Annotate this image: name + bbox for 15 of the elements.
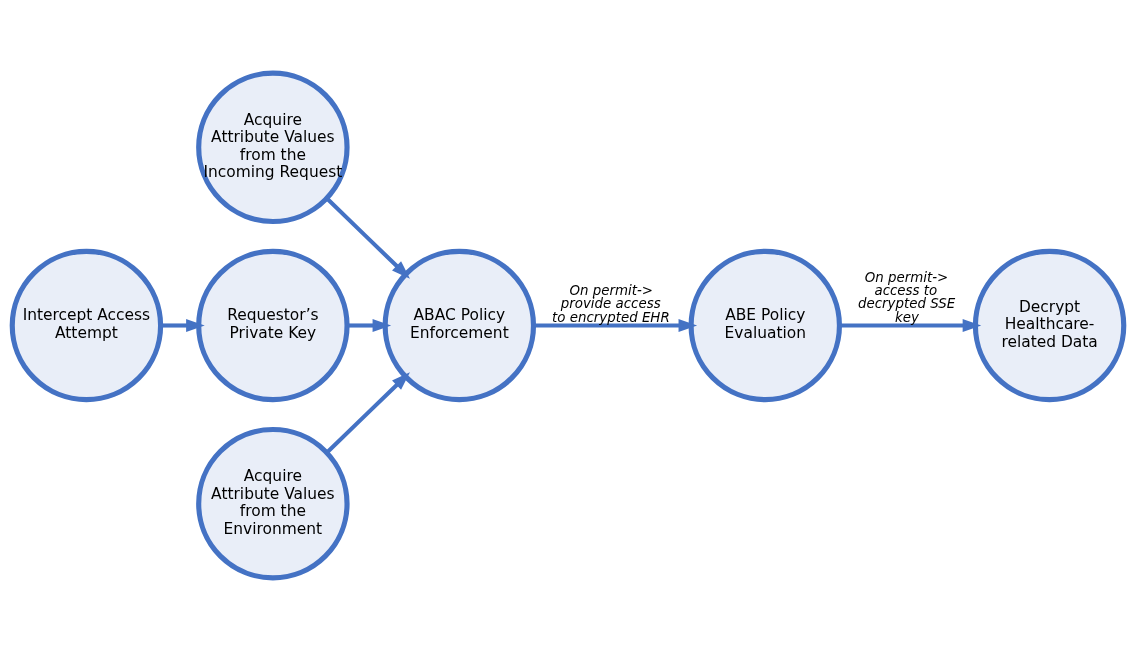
arrow: [533, 318, 698, 332]
arrow: [325, 371, 410, 454]
arrow: [839, 318, 982, 332]
node-circle: Decrypt Healthcare-related Data: [972, 248, 1127, 402]
arrow: [325, 196, 410, 279]
edge-label: On permit-> provide access to encrypted EHR: [552, 282, 670, 325]
node-circle: ABE Policy Evaluation: [688, 248, 842, 402]
edge-label: On permit-> access to decrypted SSE key: [857, 269, 956, 325]
node-circle: Acquire Attribute Values from the Environment: [196, 426, 350, 580]
arrow: [160, 318, 205, 332]
arrow: [347, 318, 392, 332]
node-circle: Intercept Access Attempt: [9, 248, 164, 402]
node-circle: Acquire Attribute Values from the Incoming Request: [196, 70, 350, 224]
node-circle: ABAC Policy Enforcement: [382, 248, 537, 402]
node-circle: Requestor’s Private Key: [196, 248, 350, 402]
